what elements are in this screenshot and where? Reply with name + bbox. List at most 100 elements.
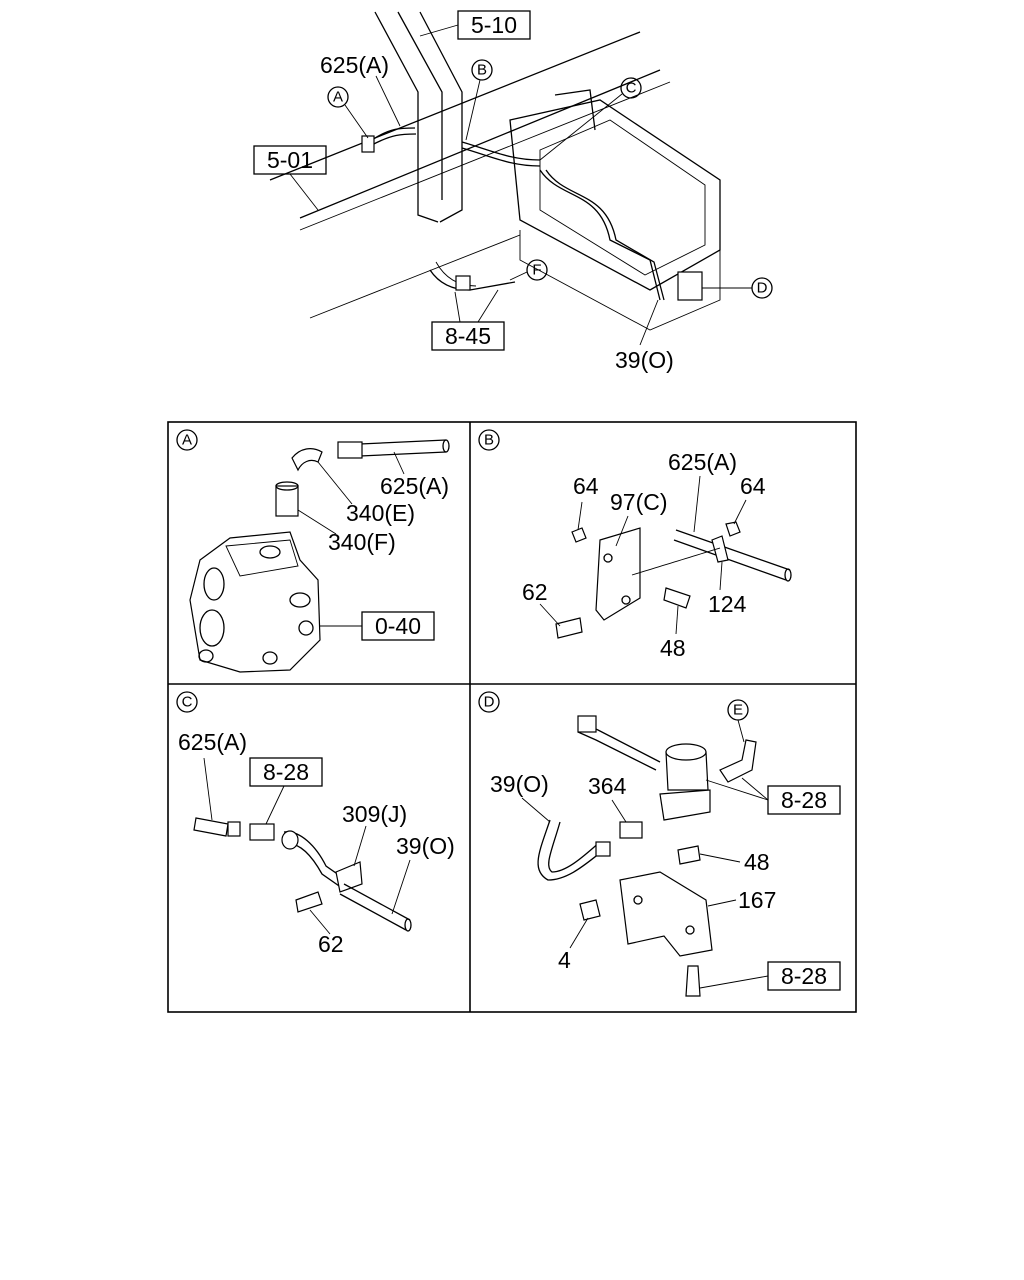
fitting-340f	[275, 485, 299, 517]
leader	[521, 797, 551, 823]
svg-text:D: D	[757, 280, 768, 297]
connector	[455, 275, 471, 291]
nut-64-left	[571, 527, 587, 543]
hose-625a	[359, 451, 447, 457]
label-4: 4	[558, 947, 571, 973]
label-62: 62	[318, 931, 344, 957]
leader	[289, 173, 319, 211]
leader	[375, 75, 401, 127]
label-39o: 39(O)	[396, 833, 455, 859]
panel-a-title: A	[176, 429, 198, 451]
hose-625a	[673, 539, 787, 581]
cross-member	[397, 11, 443, 200]
bolt-48	[677, 845, 701, 865]
leader	[719, 561, 723, 591]
leader	[733, 499, 747, 525]
elbow-e	[719, 739, 757, 783]
label-309j: 309(J)	[342, 801, 407, 827]
nut-64-right	[725, 521, 741, 537]
fitting-a	[361, 135, 375, 153]
cross-member	[374, 11, 439, 223]
leader	[419, 24, 459, 37]
wiring-harness	[429, 269, 516, 291]
valve-d	[677, 271, 703, 301]
hose-625a	[369, 133, 417, 147]
callout-b[interactable]: B	[471, 59, 493, 81]
label-124: 124	[708, 591, 747, 617]
panel-b-title: B	[478, 429, 500, 451]
svg-text:A: A	[333, 89, 343, 106]
ref-8-28-bottom: 8-28	[781, 963, 827, 989]
leader	[707, 899, 737, 907]
bolt-bottom	[685, 965, 701, 997]
panel-c: C 625(A) 8-28 309(J) 39(O) 62	[176, 691, 455, 957]
callout-a[interactable]: A	[327, 86, 349, 108]
hose-39o	[539, 169, 661, 301]
label-625a: 625(A)	[668, 449, 737, 475]
hose-39o	[537, 819, 605, 881]
svg-text:C: C	[182, 694, 193, 711]
callout-d[interactable]: D	[751, 277, 773, 299]
leader	[465, 79, 481, 141]
panel-d-title: D	[478, 691, 500, 713]
hose-run	[461, 141, 541, 161]
frame-rail-line	[269, 31, 641, 181]
leader	[344, 104, 369, 139]
cross-member	[419, 11, 463, 223]
callout-f[interactable]: F	[526, 259, 548, 281]
callout-e[interactable]: E	[727, 699, 749, 721]
hose-625a	[359, 439, 447, 445]
frame-rail-line	[299, 69, 661, 219]
bolt-62	[555, 617, 583, 639]
ref-8-45: 8-45	[445, 323, 491, 349]
svg-text:A: A	[182, 432, 192, 449]
callout-c[interactable]: C	[620, 77, 642, 99]
clamp-309j	[335, 861, 363, 893]
leader	[309, 909, 331, 935]
svg-text:D: D	[484, 694, 495, 711]
svg-text:C: C	[626, 80, 637, 97]
leader	[454, 291, 461, 323]
ref-5-01: 5-01	[267, 147, 313, 173]
wire-harness	[577, 731, 657, 771]
panel-d: D E 39(O) 364	[478, 691, 841, 997]
label-62: 62	[522, 579, 548, 605]
leader	[569, 917, 589, 949]
ref-0-40: 0-40	[375, 613, 421, 639]
ref-box-8-45[interactable]	[431, 321, 505, 351]
clamp-124	[711, 535, 729, 563]
leader	[509, 271, 528, 281]
detail-panels-frame	[167, 421, 857, 1013]
hose-39o	[343, 883, 411, 921]
panel-c-title: C	[176, 691, 198, 713]
label-97c: 97(C)	[610, 489, 668, 515]
leader	[539, 93, 623, 161]
leader	[297, 509, 337, 535]
label-340e: 340(E)	[346, 500, 415, 526]
leader	[611, 799, 627, 823]
leader	[577, 501, 583, 531]
nut-4	[579, 899, 601, 921]
leader	[539, 603, 561, 627]
leader	[699, 975, 769, 989]
overview-assembly: 5-10 5-01 8-45 625(A) 39(O) A B C	[253, 10, 773, 373]
bolt-48	[663, 587, 691, 609]
label-48: 48	[660, 635, 686, 661]
label-39o: 39(O)	[490, 771, 549, 797]
leader	[705, 779, 769, 801]
svg-text:E: E	[733, 702, 743, 719]
leader	[265, 785, 285, 825]
ref-box-8-28[interactable]	[249, 757, 323, 787]
bracket-167	[619, 871, 713, 957]
leader	[317, 461, 353, 505]
hose-39o	[339, 893, 407, 931]
frame-rail-line	[299, 81, 671, 231]
leader	[391, 859, 411, 915]
ref-5-10: 5-10	[471, 12, 517, 38]
bolt-62	[295, 891, 323, 913]
label-64-left: 64	[573, 473, 599, 499]
hose-625a	[371, 127, 416, 141]
hose-39o	[548, 821, 601, 873]
leader	[675, 605, 679, 635]
